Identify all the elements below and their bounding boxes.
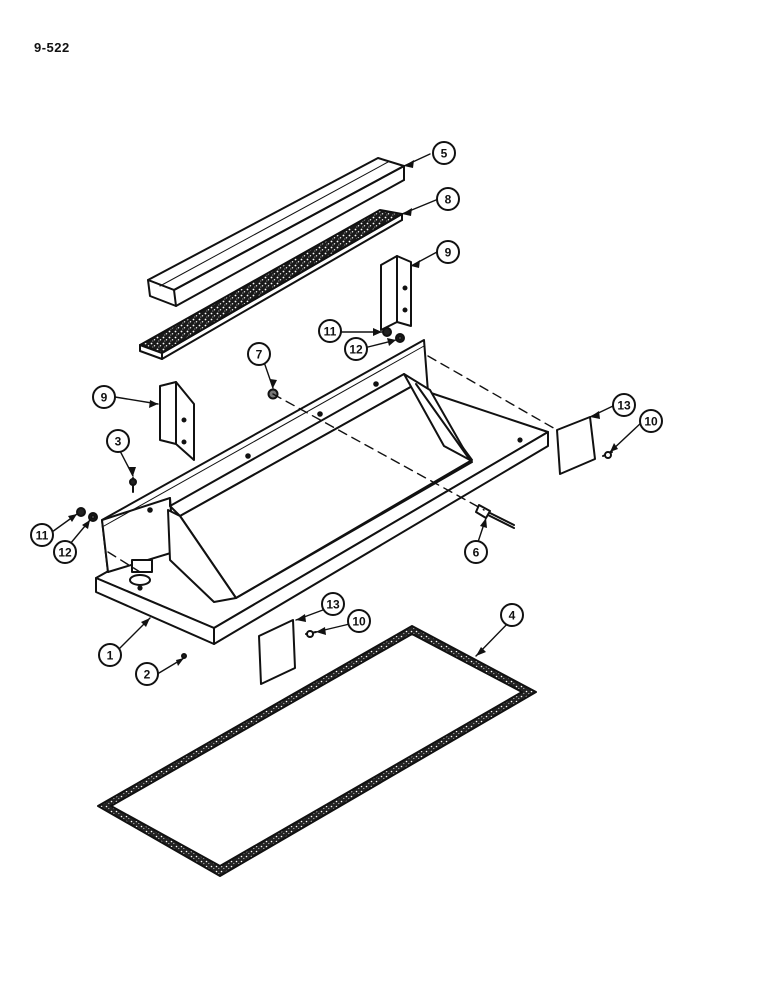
part-12-washer-upper xyxy=(395,333,405,343)
part-10-screw-lower xyxy=(305,630,317,638)
callout-13-right: 13 xyxy=(612,393,636,417)
callout-7: 7 xyxy=(247,342,271,366)
callout-12-lower: 12 xyxy=(53,540,77,564)
leader-arrowheads xyxy=(68,160,618,666)
svg-text:11: 11 xyxy=(324,325,337,339)
svg-text:3: 3 xyxy=(115,435,122,449)
part-9-upper-bracket xyxy=(380,255,412,331)
part-1-housing xyxy=(95,339,549,645)
callout-4: 4 xyxy=(500,603,524,627)
svg-text:13: 13 xyxy=(617,399,631,413)
part-3-screw xyxy=(129,477,137,493)
callout-10-right: 10 xyxy=(639,409,663,433)
svg-text:12: 12 xyxy=(349,343,363,357)
svg-text:9: 9 xyxy=(101,391,108,405)
svg-text:10: 10 xyxy=(352,615,366,629)
svg-text:13: 13 xyxy=(326,598,340,612)
svg-text:2: 2 xyxy=(144,668,151,682)
callout-9-lower: 9 xyxy=(92,385,116,409)
callout-12-upper: 12 xyxy=(344,337,368,361)
callout-8: 8 xyxy=(436,187,460,211)
callout-6: 6 xyxy=(464,540,488,564)
svg-text:11: 11 xyxy=(36,529,49,543)
part-13-cover-lower xyxy=(258,619,296,685)
part-10-screw-right xyxy=(602,451,613,459)
callout-13-lower: 13 xyxy=(321,592,345,616)
page-code: 9-522 xyxy=(34,40,70,55)
callout-2: 2 xyxy=(135,662,159,686)
svg-text:10: 10 xyxy=(644,415,658,429)
svg-text:8: 8 xyxy=(445,193,452,207)
callout-5: 5 xyxy=(432,141,456,165)
callout-11-lower: 11 xyxy=(30,523,54,547)
callout-11-upper: 11 xyxy=(318,319,342,343)
alignment-lines xyxy=(107,355,558,573)
part-4-gasket xyxy=(97,625,537,877)
callout-3: 3 xyxy=(106,429,130,453)
svg-text:7: 7 xyxy=(256,348,263,362)
svg-text:6: 6 xyxy=(473,546,480,560)
part-9-lower-bracket xyxy=(159,381,195,461)
svg-text:12: 12 xyxy=(58,546,72,560)
part-11-nut-upper xyxy=(382,327,392,337)
svg-text:5: 5 xyxy=(441,147,448,161)
svg-text:1: 1 xyxy=(107,649,114,663)
callout-9-upper: 9 xyxy=(436,240,460,264)
part-6-bolt xyxy=(475,504,515,529)
callout-1: 1 xyxy=(98,643,122,667)
part-11-nut-lower xyxy=(76,507,86,517)
part-12-washer-lower xyxy=(88,512,98,522)
svg-text:9: 9 xyxy=(445,246,452,260)
callout-10-lower: 10 xyxy=(347,609,371,633)
svg-text:4: 4 xyxy=(509,609,516,623)
part-13-cover-right xyxy=(556,416,596,475)
